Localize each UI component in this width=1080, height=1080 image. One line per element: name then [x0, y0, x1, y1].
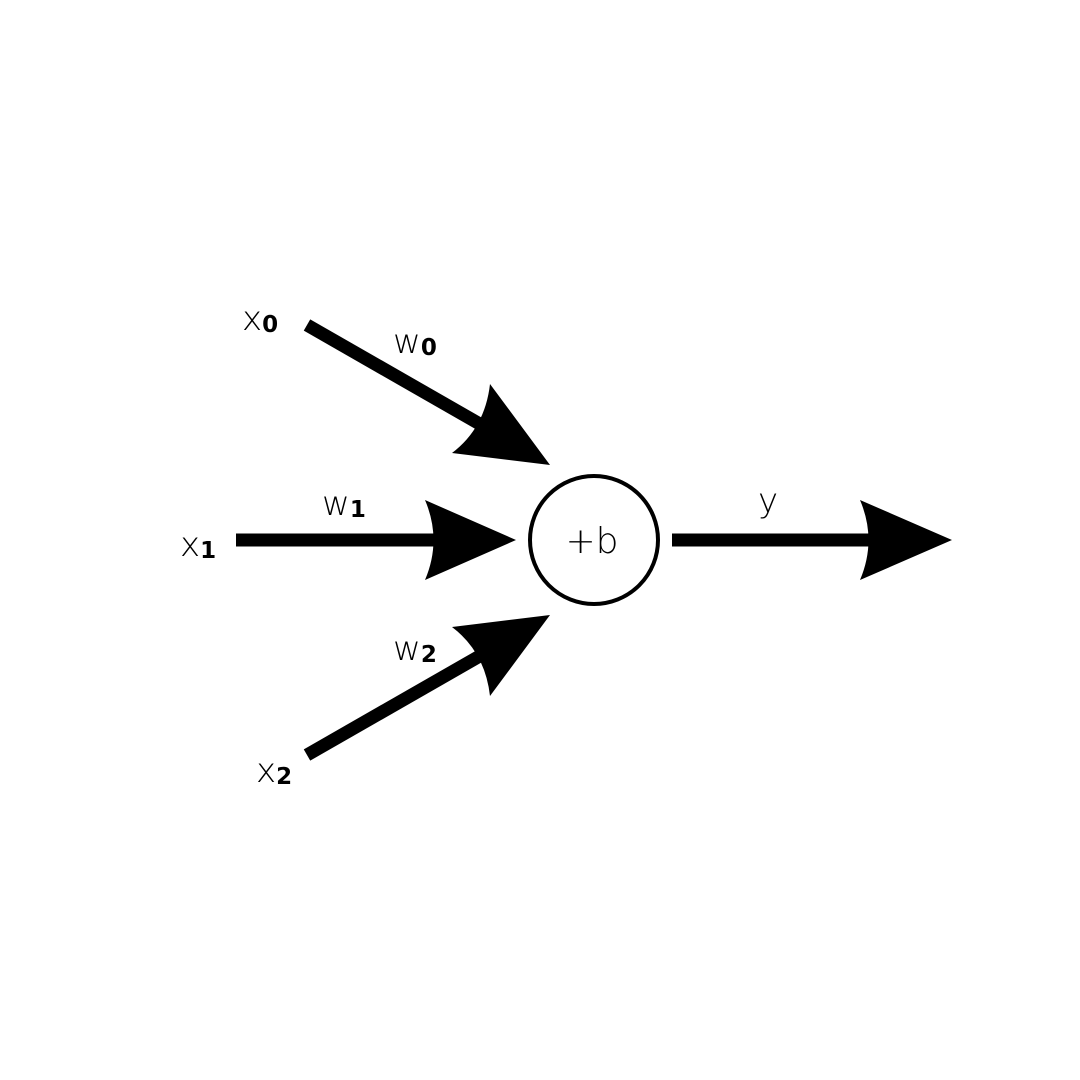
input-arrow-0 — [303, 319, 550, 465]
input-arrow-0-head — [452, 384, 550, 465]
input-arrow-1-head — [425, 500, 516, 580]
output-arrow — [672, 500, 952, 580]
input-arrow-2-head — [452, 615, 550, 696]
input-label-0: x0 — [242, 299, 278, 339]
summation-node-circle — [528, 474, 660, 606]
input-arrow-2 — [303, 615, 550, 761]
output-arrow-head — [860, 500, 952, 580]
input-label-1: x1 — [180, 525, 216, 565]
summation-node-label: +b — [565, 521, 618, 562]
weight-label-1: w1 — [322, 484, 366, 524]
weight-label-0: w0 — [393, 322, 437, 362]
input-arrow-2-shaft — [303, 647, 489, 761]
input-arrow-1 — [236, 500, 516, 580]
output-label: y — [758, 481, 778, 521]
weight-label-2: w2 — [393, 629, 437, 669]
summation-node: +b — [528, 474, 660, 606]
input-arrow-0-shaft — [303, 319, 489, 433]
input-label-2: x2 — [256, 751, 292, 791]
